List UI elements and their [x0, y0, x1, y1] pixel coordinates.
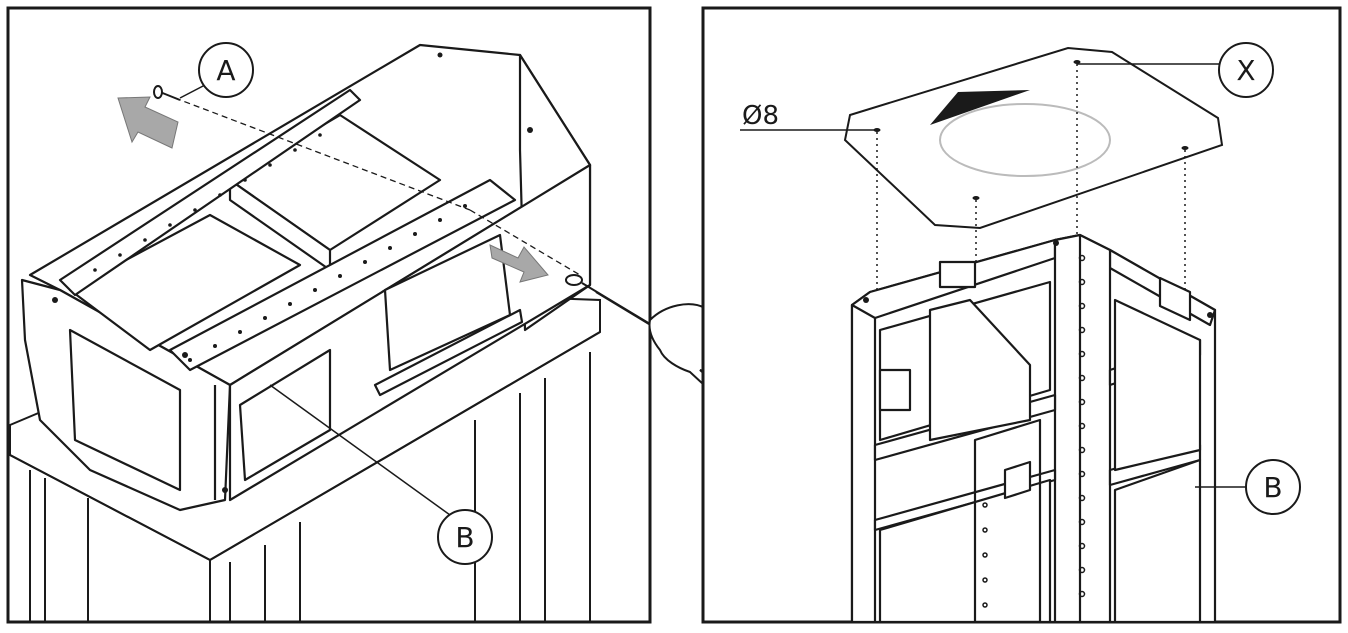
rack-frame-horizontal [20, 43, 592, 512]
leader-line-a [179, 84, 206, 99]
callout-b-left-label: B [455, 521, 474, 554]
callout-a-label: A [216, 54, 235, 87]
leader-line-b-left [269, 384, 451, 516]
callout-a: A [198, 42, 254, 98]
removal-arrow-right-icon [489, 244, 549, 283]
rail-holes [52, 52, 533, 493]
left-panel: A B [6, 6, 782, 624]
callout-b-right: B [1245, 459, 1301, 515]
right-panel: Ø8 X B [701, 6, 1342, 624]
removal-arrow-left-icon [117, 96, 179, 149]
callout-x-label: X [1236, 54, 1255, 87]
screw-icon [153, 85, 181, 101]
direction-arrow-icon [930, 90, 1030, 125]
corner-screws [863, 240, 1213, 318]
callout-b-left: B [437, 509, 493, 565]
rack-frame-vertical [850, 233, 1217, 624]
callout-b-right-label: B [1263, 471, 1282, 504]
cable-opening [939, 103, 1111, 177]
dimension-label: Ø8 [742, 101, 779, 131]
screw-path-right [469, 209, 581, 276]
top-cover-plate [843, 46, 1224, 230]
post-holes [982, 254, 1086, 608]
callout-x: X [1218, 42, 1274, 98]
screw-path-a [174, 97, 471, 211]
